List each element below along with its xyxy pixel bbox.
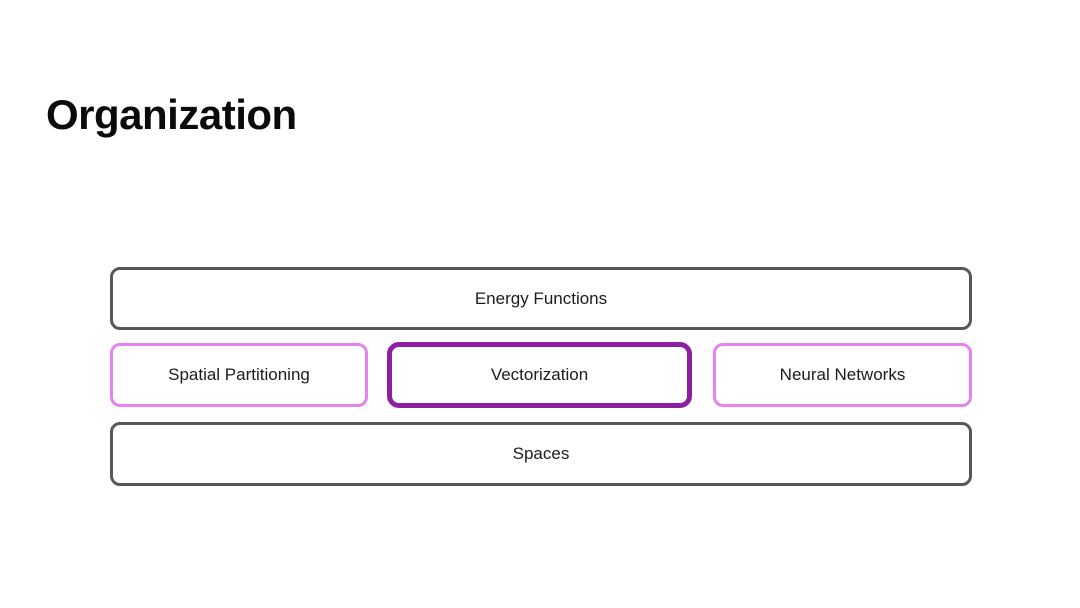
diagram-box-label: Energy Functions — [474, 288, 608, 308]
diagram-box-neural-networks: Neural Networks — [713, 343, 972, 407]
diagram-box-vectorization: Vectorization — [387, 342, 692, 408]
slide-title: Organization — [46, 91, 297, 139]
diagram-box-spatial-partitioning: Spatial Partitioning — [110, 343, 368, 407]
diagram-box-label: Vectorization — [490, 365, 589, 384]
diagram-box-label: Neural Networks — [779, 365, 906, 384]
diagram-box-label: Spatial Partitioning — [168, 365, 310, 384]
diagram-box-label: Spaces — [512, 444, 570, 463]
diagram-box-spaces: Spaces — [110, 422, 972, 486]
diagram-box-energy-functions: Energy Functions — [110, 267, 972, 330]
